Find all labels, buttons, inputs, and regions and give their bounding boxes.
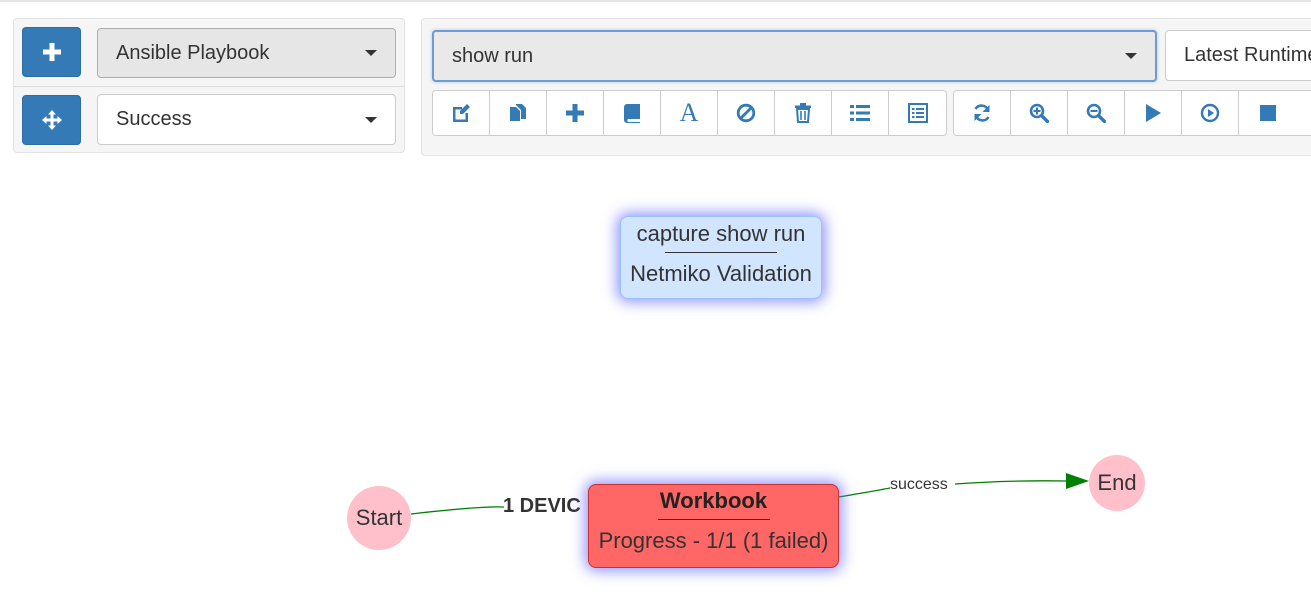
zoom-out-icon — [1086, 103, 1106, 123]
zoom-in-icon — [1029, 103, 1049, 123]
add-label-book-button[interactable] — [604, 91, 661, 135]
node-separator — [657, 519, 770, 520]
zoom-out-button[interactable] — [1068, 91, 1125, 135]
chevron-down-icon — [1125, 53, 1137, 59]
duplicate-icon — [510, 104, 526, 121]
stop-button[interactable] — [1239, 91, 1296, 135]
arrows-move-icon — [41, 110, 62, 130]
trash-icon — [795, 103, 811, 123]
list-icon — [850, 105, 870, 121]
edge-type-value: Success — [116, 108, 192, 130]
workflow-controls-panel: show run Latest Runtime — [421, 18, 1311, 156]
chevron-down-icon — [365, 116, 377, 123]
add-service-button[interactable] — [547, 91, 604, 135]
node-subtitle: Netmiko Validation — [630, 261, 812, 286]
panel-divider — [14, 86, 404, 87]
stop-icon — [1259, 105, 1276, 121]
run-with-updates-button[interactable] — [1182, 91, 1239, 135]
end-node[interactable]: End — [1089, 455, 1145, 511]
workflow-select[interactable]: show run — [432, 30, 1157, 82]
edit-button[interactable] — [433, 91, 490, 135]
list-alt-icon — [907, 103, 928, 123]
edge-type-select[interactable]: Success — [97, 94, 396, 145]
list-alt-button[interactable] — [889, 91, 946, 135]
service-type-select[interactable]: Ansible Playbook — [97, 28, 396, 78]
workbook-node[interactable]: Workbook Progress - 1/1 (1 failed) — [588, 484, 839, 568]
arrow-head-icon — [1066, 473, 1089, 489]
node-title: capture show run — [636, 221, 806, 246]
start-node[interactable]: Start — [347, 486, 411, 550]
start-node-label: Start — [355, 505, 403, 530]
run-button-group — [953, 90, 1311, 136]
list-button[interactable] — [832, 91, 889, 135]
font-icon: A — [679, 98, 699, 127]
add-workflow-button[interactable] — [22, 27, 81, 77]
zoom-in-button[interactable] — [1011, 91, 1068, 135]
delete-button[interactable] — [775, 91, 832, 135]
book-icon — [624, 104, 640, 123]
capture-show-run-node[interactable]: capture show run Netmiko Validation — [620, 216, 822, 299]
edge-success-line — [954, 480, 1069, 485]
top-border — [0, 0, 1311, 2]
run-button[interactable] — [1125, 91, 1182, 135]
node-separator — [665, 252, 777, 253]
refresh-icon — [974, 104, 990, 122]
edge-workbook-to-end — [838, 487, 891, 498]
edit-button-group: A — [432, 90, 947, 136]
workflow-edges — [410, 473, 1089, 515]
refresh-button[interactable] — [954, 91, 1011, 135]
runtime-select-value: Latest Runtime — [1184, 44, 1311, 66]
play-icon — [1146, 104, 1161, 122]
plus-icon — [566, 104, 584, 122]
play-circle-icon — [1200, 103, 1220, 123]
skip-button[interactable] — [718, 91, 775, 135]
edit-icon — [453, 104, 470, 122]
workflow-selection-panel: Ansible Playbook Success — [13, 18, 405, 153]
edge-start-to-workbook — [410, 506, 505, 515]
add-text-button[interactable]: A — [661, 91, 718, 135]
workflow-select-value: show run — [452, 44, 534, 67]
node-progress: Progress - 1/1 (1 failed) — [598, 528, 829, 553]
chevron-down-icon — [365, 50, 377, 56]
runtime-select[interactable]: Latest Runtime — [1165, 30, 1311, 81]
workflow-canvas[interactable]: capture show run Netmiko Validation Star… — [0, 160, 1311, 598]
service-type-value: Ansible Playbook — [116, 41, 270, 64]
edge-success-label: success — [890, 476, 948, 493]
node-title: Workbook — [659, 488, 768, 513]
end-node-label: End — [1097, 470, 1137, 495]
plus-icon — [42, 43, 61, 61]
edge-device-label: 1 DEVIC — [503, 495, 581, 517]
ban-icon — [736, 103, 756, 123]
move-mode-button[interactable] — [22, 95, 81, 145]
duplicate-button[interactable] — [490, 91, 547, 135]
